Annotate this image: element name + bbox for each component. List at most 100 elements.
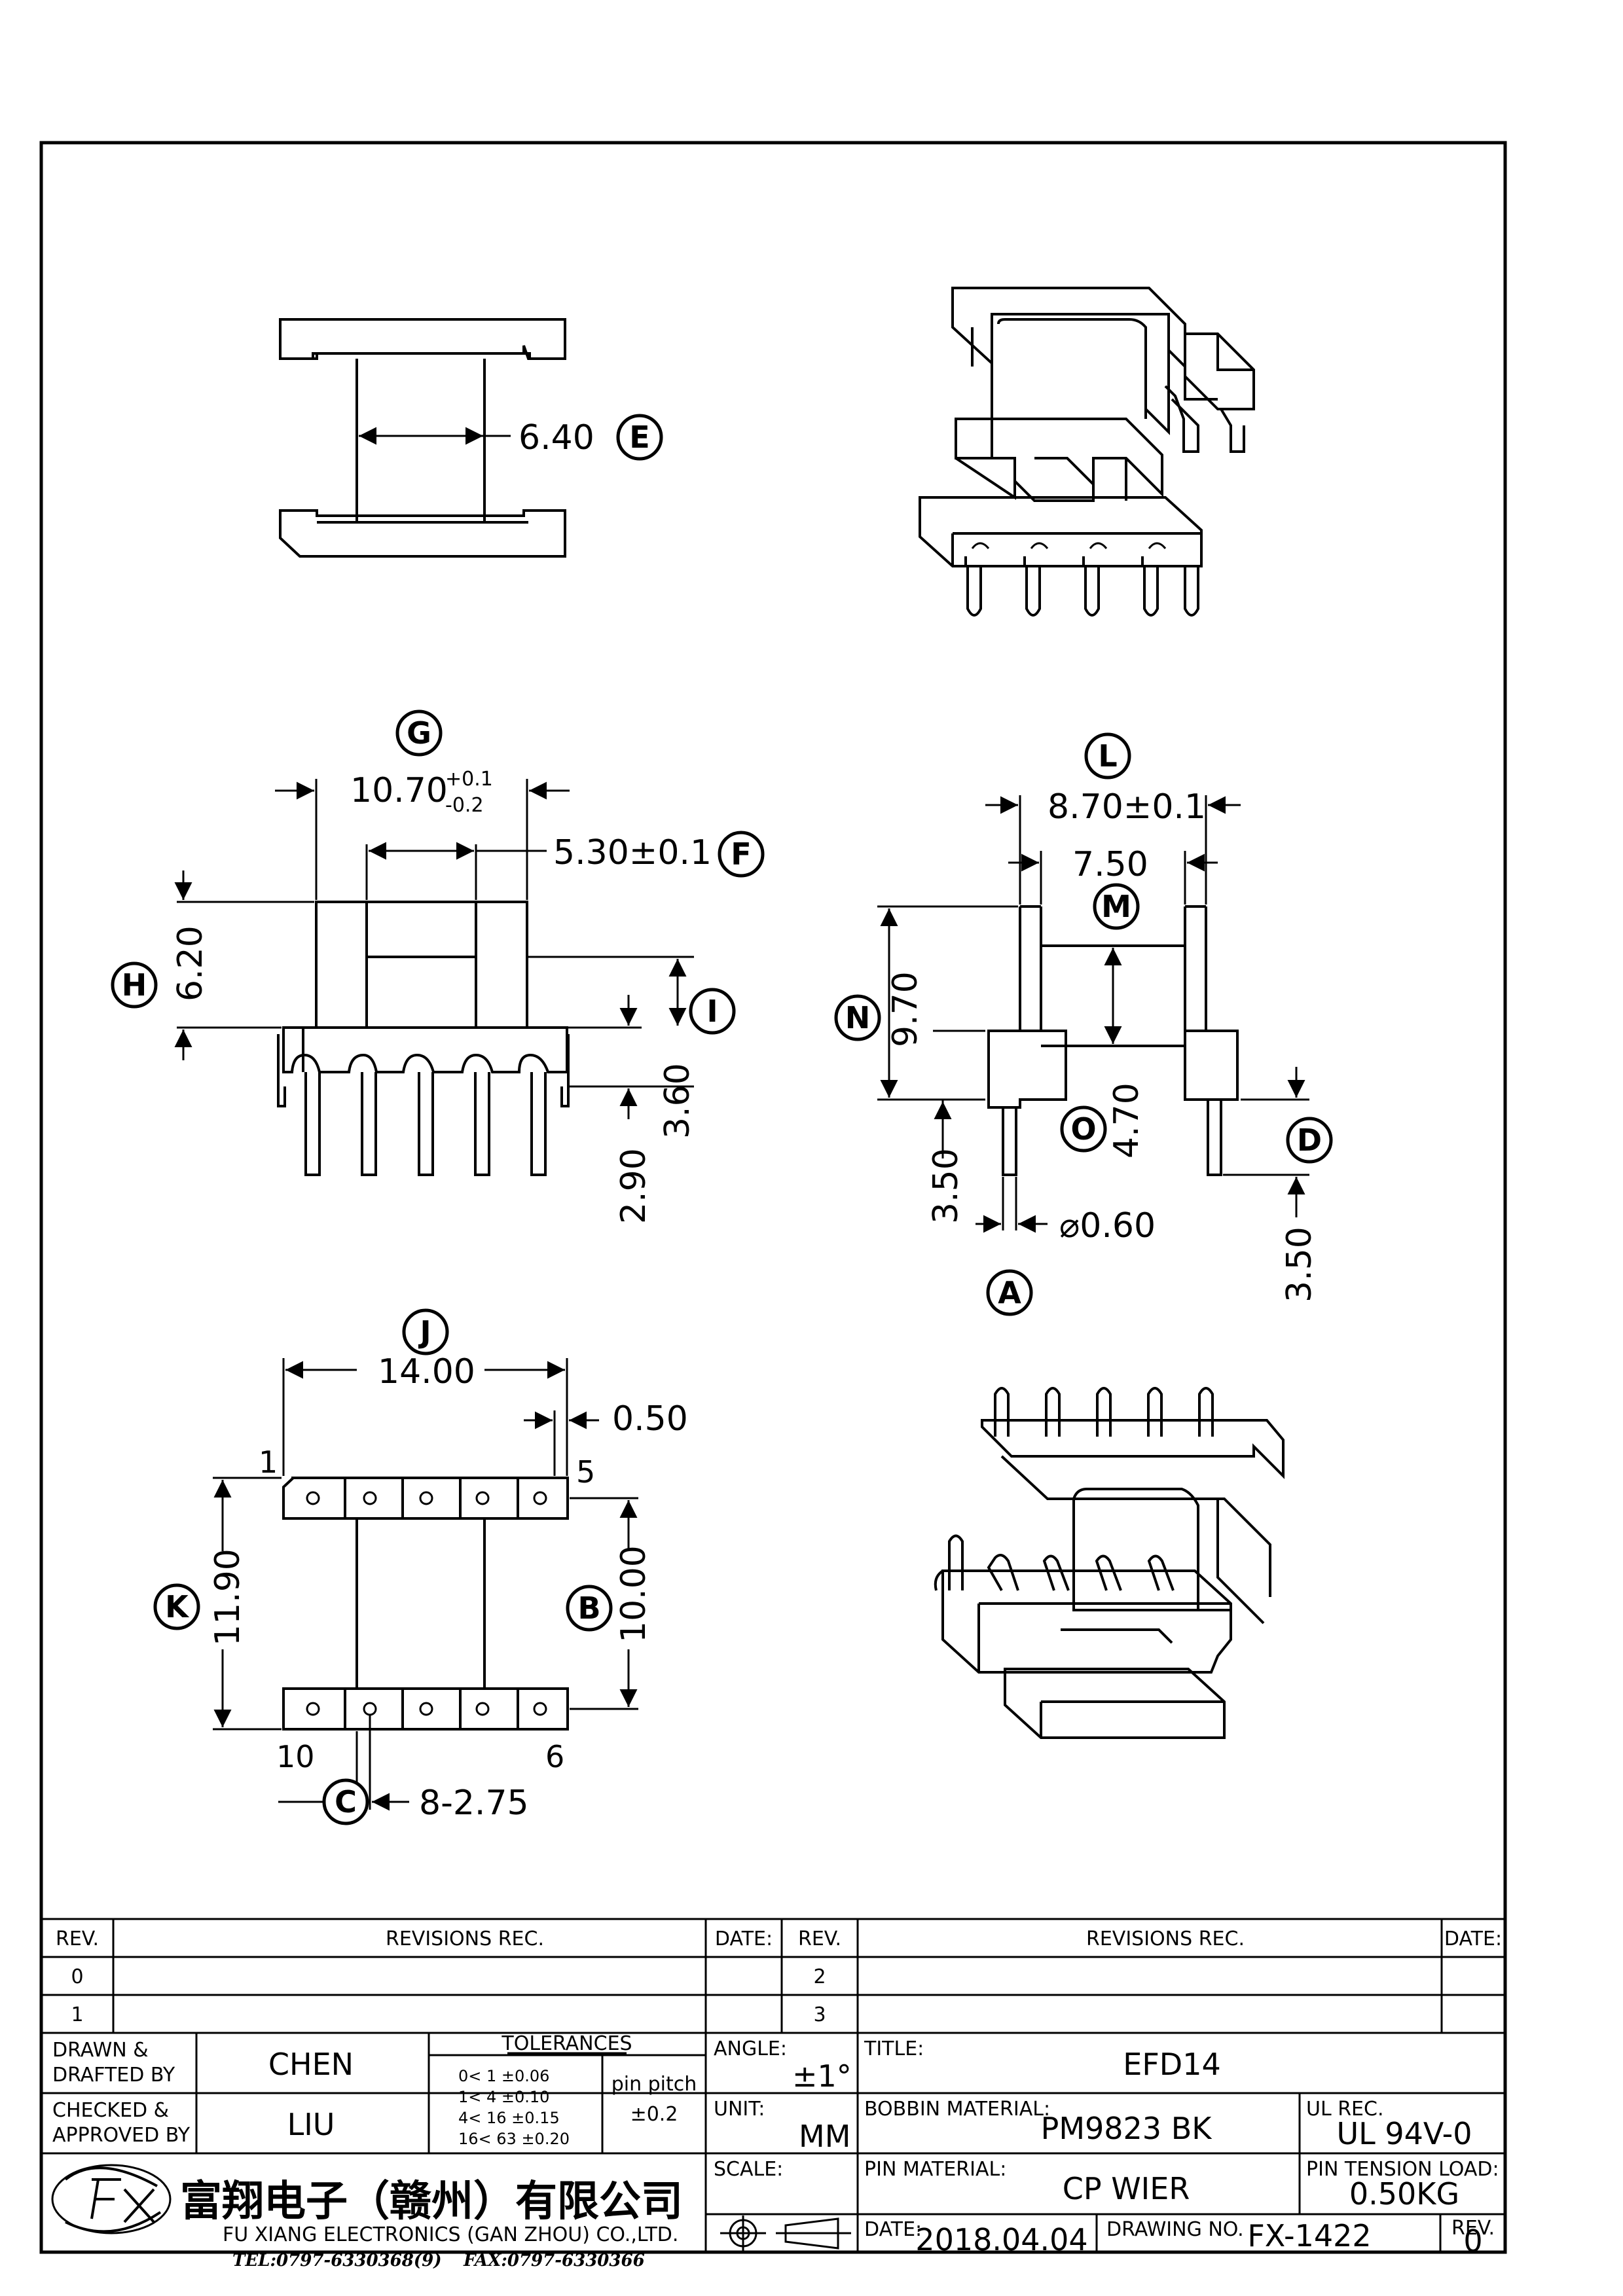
date-header-right: DATE:	[1444, 1928, 1502, 1950]
balloon-I: I	[689, 988, 736, 1035]
iso-bottom-pins	[934, 1387, 1214, 1591]
balloon-K: K	[153, 1583, 200, 1630]
tolerances-header: TOLERANCES	[501, 2032, 632, 2055]
sheet-border	[39, 141, 1507, 2254]
dim-J: 14.00	[378, 1352, 475, 1391]
bottom-view: 1 5 10 6 14.00 0.50 11.90 10.00 8-2.75	[208, 1352, 688, 1823]
front-pins	[304, 1072, 547, 1176]
balloon-M: M	[1093, 883, 1140, 930]
dim-H: 6.20	[171, 925, 210, 1001]
svg-text:O: O	[1070, 1111, 1096, 1147]
balloon-B: B	[566, 1585, 613, 1632]
dim-G: 10.70	[350, 771, 448, 810]
drawn-label-1: DRAWN &	[52, 2039, 149, 2062]
ul-rec-value: UL 94V-0	[1336, 2116, 1472, 2151]
iso-top-pins	[964, 542, 1199, 617]
svg-text:F: F	[731, 836, 751, 872]
svg-text:K: K	[165, 1589, 190, 1624]
dim-C: 8-2.75	[419, 1784, 529, 1823]
dim-G-tol-minus: -0.2	[445, 794, 484, 817]
svg-text:I: I	[706, 994, 718, 1029]
balloon-C: C	[322, 1778, 369, 1825]
svg-text:B: B	[577, 1590, 600, 1626]
unit-value: MM	[799, 2119, 850, 2154]
dim-L: 8.70±0.1	[1048, 787, 1206, 827]
date-label: DATE:	[864, 2218, 922, 2241]
revisions-header: REVISIONS REC.	[386, 1928, 544, 1950]
ul-rec-label: UL REC.	[1306, 2098, 1384, 2121]
svg-text:E: E	[629, 420, 649, 455]
company-fax: FAX:0797-6330366	[463, 2251, 645, 2270]
pin-number-5: 5	[576, 1454, 595, 1490]
rev-row-0: 0	[71, 1965, 83, 1988]
balloon-E: E	[616, 414, 663, 461]
dim-M: 7.50	[1072, 845, 1148, 884]
company-logo	[51, 2164, 172, 2234]
company-name-en: FU XIANG ELECTRONICS (GAN ZHOU) CO.,LTD.	[223, 2223, 678, 2246]
checked-label-1: CHECKED &	[52, 2099, 169, 2122]
top-view: 6.40	[279, 318, 594, 558]
pin-number-10: 10	[276, 1739, 315, 1774]
bobbin-material-label: BOBBIN MATERIAL:	[864, 2098, 1050, 2121]
rev-value: 0	[1463, 2223, 1482, 2259]
balloon-O: O	[1060, 1105, 1107, 1153]
rev-label: REV.	[1451, 2217, 1495, 2240]
svg-text:L: L	[1098, 738, 1117, 774]
balloon-G: G	[395, 709, 443, 757]
tol-row-2: 1< 4 ±0.10	[458, 2088, 549, 2106]
balloon-D: D	[1286, 1117, 1333, 1164]
svg-text:J: J	[418, 1314, 431, 1350]
revisions-header-right: REVISIONS REC.	[1086, 1928, 1245, 1950]
svg-text:A: A	[998, 1275, 1021, 1310]
title-label: TITLE:	[864, 2037, 924, 2060]
unit-label: UNIT:	[714, 2098, 765, 2121]
dim-F: 5.30±0.1	[553, 833, 712, 872]
svg-text:H: H	[122, 967, 147, 1003]
dim-A-diameter: ⌀0.60	[1059, 1206, 1156, 1246]
rev-header-right: REV.	[798, 1928, 841, 1950]
angle-label: ANGLE:	[714, 2037, 787, 2060]
pin-tension-label: PIN TENSION LOAD:	[1306, 2158, 1499, 2181]
balloon-H: H	[111, 961, 158, 1009]
svg-text:D: D	[1297, 1122, 1322, 1158]
projection-symbol-icon	[720, 2215, 851, 2251]
pin-holes	[306, 1491, 547, 1716]
svg-text:C: C	[335, 1784, 357, 1820]
pin-material-label: PIN MATERIAL:	[864, 2158, 1006, 2181]
bobbin-material-value: PM9823 BK	[1041, 2111, 1213, 2146]
drawn-label-2: DRAFTED BY	[52, 2064, 175, 2087]
pin-material-value: CP WIER	[1063, 2171, 1190, 2206]
pin-pitch-label: pin pitch	[611, 2073, 697, 2096]
front-view: 10.70 +0.1 -0.2 5.30±0.1 6.20 3.60 2.90	[171, 768, 712, 1224]
dim-O: 4.70	[1107, 1083, 1146, 1158]
pin-pitch-value: ±0.2	[630, 2103, 678, 2126]
balloon-A: A	[986, 1269, 1033, 1316]
side-view: 8.70±0.1 7.50 9.70 4.70 3.50 ⌀0.60 3.50	[877, 787, 1319, 1302]
angle-value: ±1°	[792, 2058, 852, 2094]
title-block: REV. REVISIONS REC. DATE: REV. REVISIONS…	[41, 1918, 1505, 2270]
rev-header: REV.	[56, 1928, 99, 1950]
isometric-view-top	[919, 287, 1255, 617]
dim-K: 11.90	[208, 1549, 247, 1646]
balloon-L: L	[1084, 732, 1131, 780]
rev-row-2: 2	[813, 1965, 826, 1988]
dim-A-length: 3.50	[926, 1148, 966, 1224]
checked-value: LIU	[287, 2107, 335, 2142]
dim-D: 3.50	[1280, 1227, 1319, 1302]
tol-row-3: 4< 16 ±0.15	[458, 2109, 560, 2127]
isometric-view-bottom	[934, 1387, 1285, 1739]
dim-E: 6.40	[519, 418, 594, 457]
svg-text:M: M	[1101, 889, 1131, 924]
date-header: DATE:	[715, 1928, 773, 1950]
company-name-cn: 富翔电子（赣州）有限公司	[180, 2177, 683, 2226]
drawn-value: CHEN	[268, 2047, 354, 2082]
rev-row-3: 3	[813, 2003, 826, 2026]
drawing-no-label: DRAWING NO.	[1106, 2218, 1244, 2241]
pin-tension-value: 0.50KG	[1349, 2176, 1459, 2212]
svg-text:G: G	[407, 715, 431, 751]
dim-pin-length: 2.90	[614, 1148, 653, 1224]
title-value: EFD14	[1123, 2047, 1220, 2082]
company-tel: TEL:0797-6330368(9)	[232, 2251, 442, 2270]
pin-number-1: 1	[259, 1444, 278, 1480]
